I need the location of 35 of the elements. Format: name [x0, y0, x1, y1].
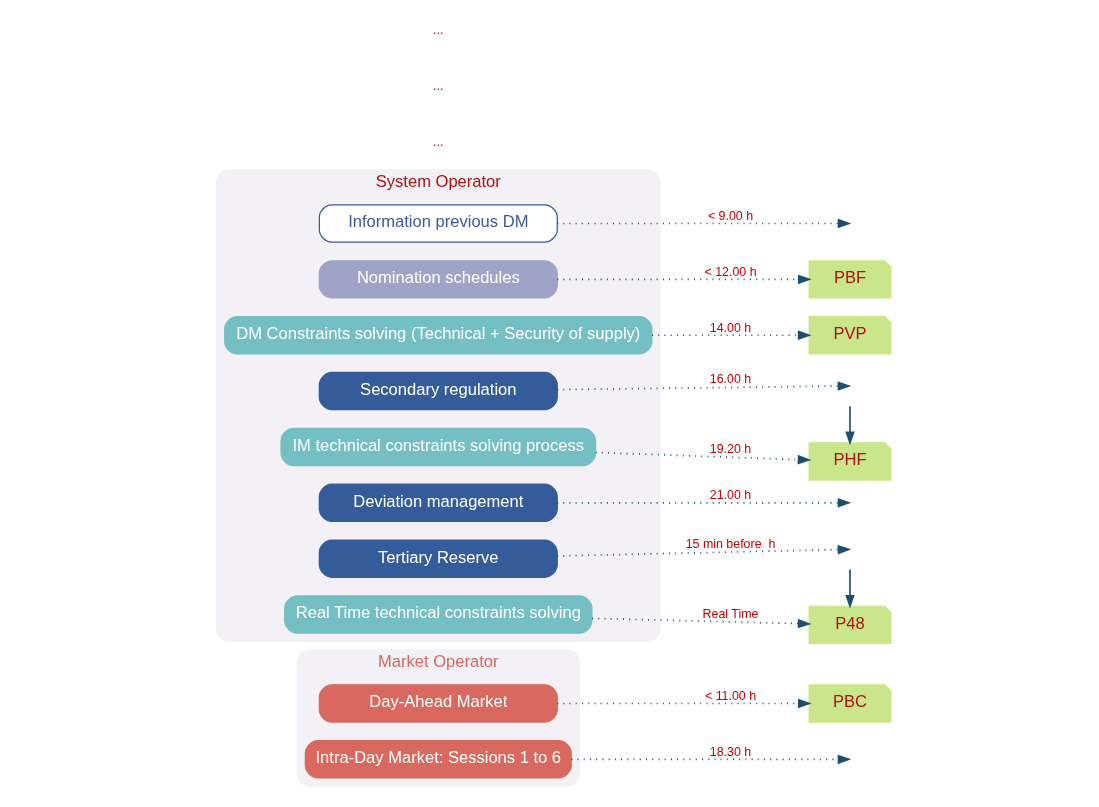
node-box: DM Constraints solving (Technical + Security of supply) — [224, 316, 653, 355]
arrow — [556, 381, 852, 391]
node-box: Day-Ahead Market — [318, 684, 558, 723]
label: ... — [433, 79, 444, 94]
node-box: Real Time technical constraints solving — [284, 595, 593, 634]
arrow — [556, 698, 812, 709]
node-box: Intra-Day Market: Sessions 1 to 6 — [304, 740, 572, 779]
label: ... — [433, 23, 444, 38]
node-box: Nomination schedules — [318, 260, 558, 299]
edge-label: Real Time — [702, 607, 759, 622]
edge-label: 21.00 h — [709, 488, 752, 503]
arrow — [651, 330, 812, 340]
label: ... — [433, 135, 444, 150]
arrow — [594, 451, 812, 465]
edge-label: 18.30 h — [709, 744, 752, 759]
edge-label: < 11.00 h — [704, 688, 757, 703]
arrow — [570, 754, 852, 765]
node-box: Tertiary Reserve — [318, 539, 558, 578]
arrow — [556, 218, 852, 229]
arrow — [556, 544, 852, 557]
node-box: Secondary regulation — [318, 371, 558, 411]
edge-label: 19.20 h — [709, 441, 752, 456]
edge-label: 15 min before h — [685, 536, 776, 551]
edge-label: < 12.00 h — [704, 264, 757, 279]
arrow — [556, 498, 852, 508]
node-box: Deviation management — [318, 483, 558, 523]
arrow — [845, 405, 855, 446]
node-box: Information previous DM — [318, 204, 558, 243]
node-box: IM technical constraints solving process — [280, 427, 597, 467]
arrow — [845, 568, 855, 609]
edge-label: 16.00 h — [709, 372, 752, 387]
arrow — [556, 274, 812, 285]
arrow — [591, 617, 812, 629]
edge-label: 14.00 h — [709, 320, 752, 335]
edge-label: < 9.00 h — [707, 208, 754, 223]
